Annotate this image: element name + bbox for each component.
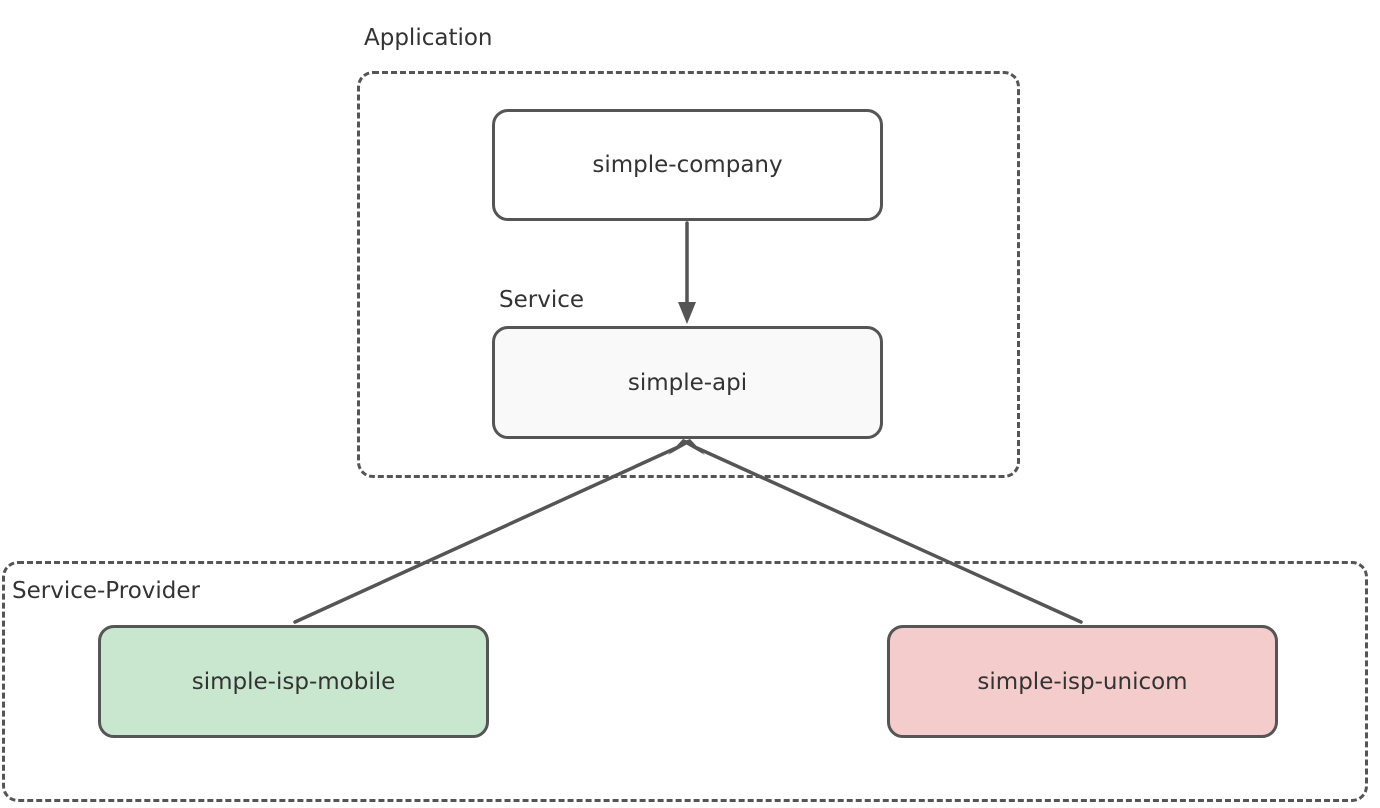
- node-simple-isp-unicom-label: simple-isp-unicom: [977, 668, 1188, 695]
- node-simple-isp-mobile-label: simple-isp-mobile: [191, 668, 396, 695]
- application-group-label: Application: [364, 25, 493, 51]
- application-group-box: [357, 71, 1020, 478]
- node-simple-api: simple-api: [492, 326, 883, 439]
- service-provider-group-box: [2, 561, 1368, 802]
- node-simple-company-label: simple-company: [592, 152, 783, 178]
- node-simple-isp-unicom: simple-isp-unicom: [887, 625, 1278, 738]
- node-simple-company: simple-company: [492, 109, 883, 221]
- node-simple-isp-mobile: simple-isp-mobile: [98, 625, 489, 738]
- service-provider-group-label: Service-Provider: [12, 578, 200, 604]
- service-label: Service: [499, 287, 585, 313]
- node-simple-api-label: simple-api: [627, 369, 748, 396]
